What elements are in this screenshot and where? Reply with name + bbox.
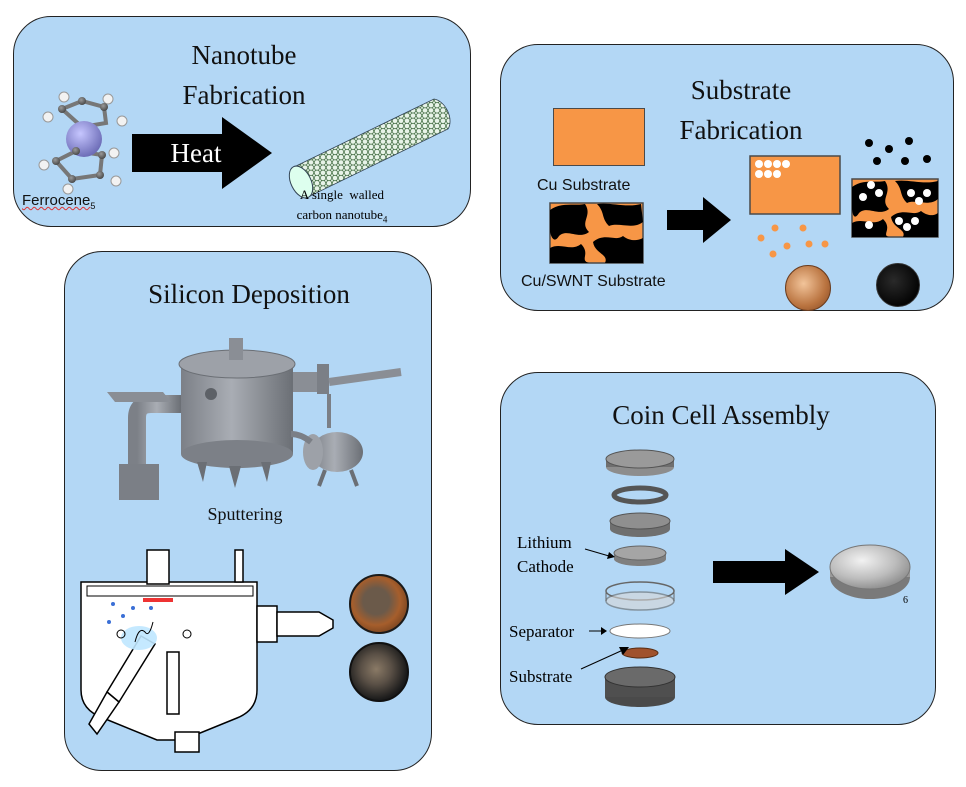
copper-silicon-deposit-block: [749, 155, 841, 215]
substrate-process-arrow-icon: [667, 197, 731, 243]
substrate-title-line1: Substrate: [690, 75, 792, 105]
sputtering-chamber-schematic-icon: [80, 549, 334, 753]
nanotube-title: Nanotube Fabrication: [134, 35, 354, 115]
coincell-title: Coin Cell Assembly: [612, 400, 830, 430]
cu-swnt-substrate-block: [549, 202, 644, 264]
substrate-title: Substrate Fabrication: [631, 70, 851, 150]
coin-cell-ref: 6: [903, 595, 908, 606]
cu-swnt-coin-sample-icon: [876, 263, 920, 307]
copper-particles-icon: [757, 224, 829, 258]
sputtering-label: Sputtering: [207, 504, 283, 524]
substrate-pointer-arrow-icon: [580, 647, 629, 670]
separator-pointer-arrow-icon: [589, 627, 607, 635]
nanotube-title-line2: Fabrication: [182, 80, 306, 110]
nanotube-title-line1: Nanotube: [191, 40, 297, 70]
cu-substrate-label: Cu Substrate: [537, 177, 631, 194]
lithium-cathode-label: Lithium Cathode: [517, 531, 574, 579]
heat-arrow-icon: [132, 117, 272, 189]
lithium-label-line2: Cathode: [517, 557, 574, 576]
ferrocene-ref: 5: [90, 201, 96, 211]
silicon-copper-sample-icon: [349, 574, 409, 634]
cnt-caption-line2: carbon nanotube: [296, 207, 383, 222]
cu-substrate-block: [553, 108, 645, 166]
nanotube-fabrication-panel: Nanotube Fabrication Ferrocen: [13, 16, 471, 227]
sputtering-machine-icon: [107, 338, 402, 500]
separator-label: Separator: [509, 622, 575, 641]
heat-label: Heat: [170, 138, 222, 168]
ferrocene-label: Ferrocene5: [22, 192, 95, 211]
cnt-caption: A single walled carbon nanotube4: [282, 185, 402, 230]
cu-swnt-silicon-block: [851, 137, 939, 238]
cnt-ref: 4: [382, 214, 388, 225]
silicon-title: Silicon Deposition: [148, 279, 350, 309]
substrate-label: Substrate: [509, 667, 573, 686]
carbon-nanotube-icon: [288, 98, 451, 199]
silicon-deposition-panel: Silicon Deposition Sputtering: [64, 251, 432, 771]
lithium-label-line1: Lithium: [517, 533, 572, 552]
coin-cell-assembly-panel: Coin Cell Assembly Lithium Cathode: [500, 372, 936, 725]
ferrocene-text: Ferrocene: [22, 192, 91, 209]
cu-swnt-substrate-label: Cu/SWNT Substrate: [521, 273, 666, 290]
substrate-fabrication-panel: Substrate Fabrication Cu Substrate Cu/SW…: [500, 44, 954, 311]
substrate-title-line2: Fabrication: [679, 115, 803, 145]
cnt-caption-line2-wrap: carbon nanotube4: [282, 205, 402, 230]
coin-cell-exploded-stack-icon: [604, 449, 676, 707]
ferrocene-molecule-icon: [38, 91, 128, 195]
finished-coin-cell-icon: [829, 544, 911, 599]
assembly-arrow-icon: [713, 549, 819, 595]
silicon-swnt-sample-icon: [349, 642, 409, 702]
copper-coin-sample-icon: [785, 265, 831, 311]
lithium-pointer-arrow-icon: [584, 548, 615, 559]
cnt-caption-line1: A single walled: [299, 187, 385, 202]
